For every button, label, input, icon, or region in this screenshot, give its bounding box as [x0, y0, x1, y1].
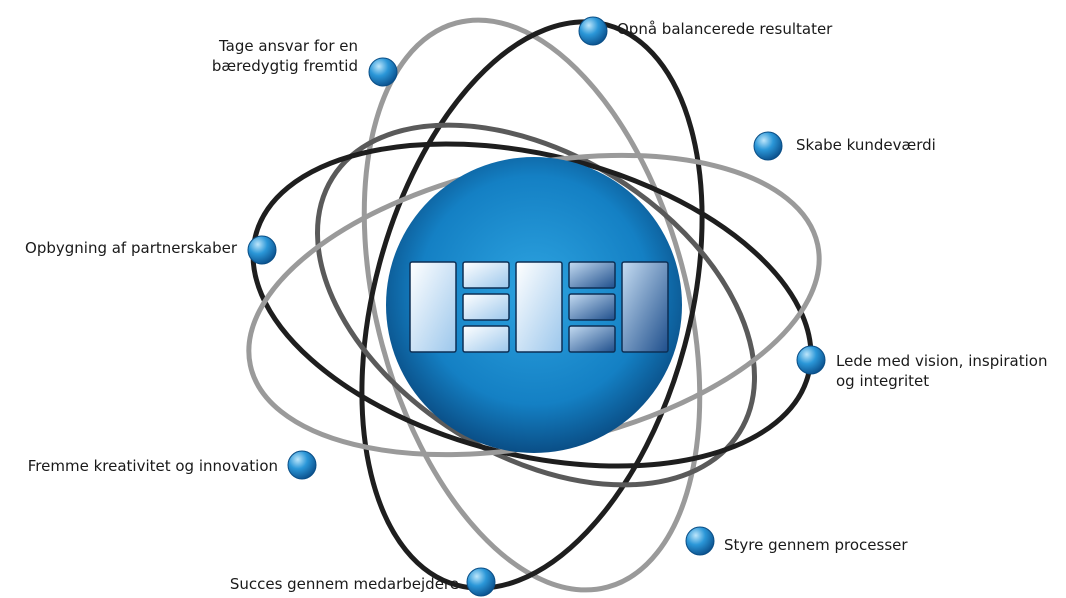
label-p6: Fremme kreativitet og innovation: [28, 456, 278, 476]
label-p3-line1: Lede med vision, inspiration: [836, 352, 1048, 370]
label-p2-line1: Skabe kundeværdi: [796, 136, 936, 154]
node-p1: [578, 16, 608, 46]
label-p5-line1: Succes gennem medarbejdere: [229, 575, 459, 593]
label-p7: Opbygning af partnerskaber: [25, 238, 237, 258]
label-p4: Styre gennem processer: [724, 535, 908, 555]
label-p1: Opnå balancerede resultater: [617, 19, 832, 39]
label-p2: Skabe kundeværdi: [796, 135, 936, 155]
label-p8-line2: bæredygtig fremtid: [211, 57, 358, 75]
node-p5: [466, 567, 496, 597]
orbit-light-gray: [361, 17, 703, 593]
node-p7: [247, 235, 277, 265]
core: [386, 157, 682, 453]
orbit-mid-gray: [314, 122, 758, 488]
node-p2: [753, 131, 783, 161]
efqm-logo-icon: [409, 261, 669, 353]
label-p8: Tage ansvar for en bæredygtig fremtid: [212, 36, 358, 76]
nodes: [247, 16, 826, 597]
label-p7-line1: Opbygning af partnerskaber: [25, 239, 237, 257]
node-p3: [796, 345, 826, 375]
label-p6-line1: Fremme kreativitet og innovation: [27, 457, 278, 475]
label-p3-line2: og integritet: [836, 372, 930, 390]
node-p8: [368, 57, 398, 87]
label-p5: Succes gennem medarbejdere: [230, 574, 459, 594]
node-p4: [685, 526, 715, 556]
orbit-dark: [359, 19, 705, 591]
label-p3: Lede med vision, inspiration og integrit…: [836, 351, 1048, 391]
label-p1-line1: Opnå balancerede resultater: [617, 20, 833, 38]
label-p4-line1: Styre gennem processer: [724, 536, 908, 554]
node-p6: [287, 450, 317, 480]
label-p8-line1: Tage ansvar for en: [218, 37, 358, 55]
